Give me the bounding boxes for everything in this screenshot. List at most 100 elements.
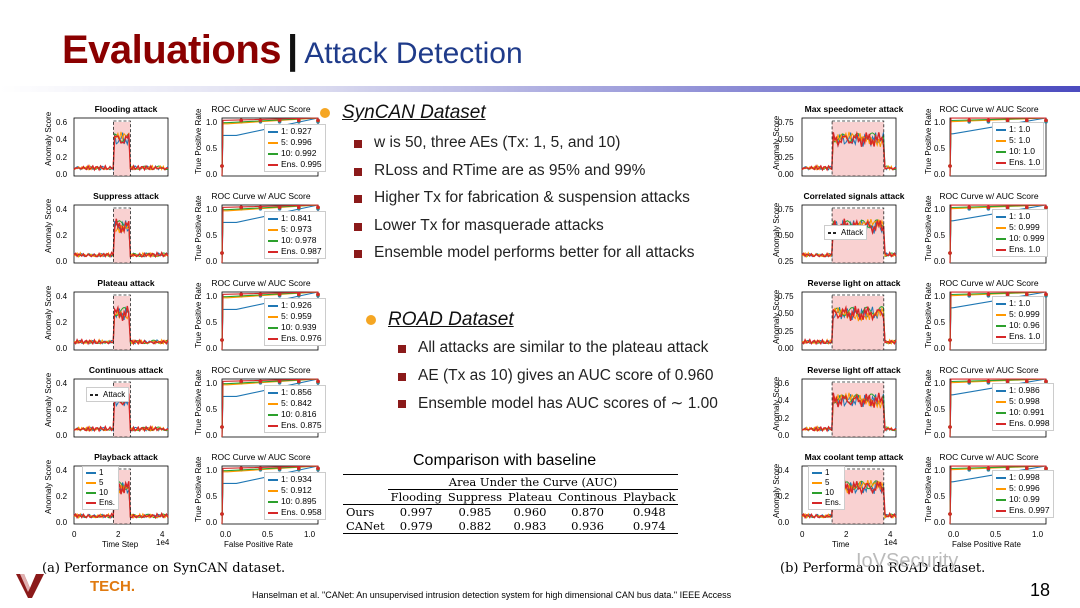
roc-point (277, 466, 282, 471)
legend-entry: Attack (828, 227, 863, 238)
roc-point (277, 292, 282, 297)
roc-y-tick-label: 0.0 (206, 170, 218, 179)
y-tick-label: 0.0 (778, 518, 790, 527)
legend-swatch (996, 487, 1006, 490)
attack-outline (831, 294, 885, 351)
roc-point (239, 118, 243, 123)
anomaly-plot (73, 117, 169, 177)
roc-x-tick-label: 0.0 (948, 530, 960, 539)
attack-region (113, 122, 131, 176)
attack-region (113, 296, 131, 350)
legend-entry: 10: 1.0 (996, 146, 1040, 157)
legend-entry: 10: 0.816 (268, 409, 322, 420)
legend-swatch (268, 130, 278, 133)
legend-swatch (996, 150, 1006, 153)
syncan-bullet-dot (320, 108, 330, 118)
roc-ylabel: True Positive Rate (924, 456, 933, 522)
list-bullet-square (354, 140, 362, 148)
legend-swatch (268, 217, 278, 220)
legend-label: 10: 0.999 (1009, 233, 1045, 243)
y-tick-label: 0.0 (56, 170, 68, 179)
y-tick-label: 0.0 (56, 344, 68, 353)
legend-label: Attack (841, 228, 864, 237)
roc-point (297, 205, 301, 210)
legend-swatch (996, 161, 1006, 164)
roc-y-tick-label: 0.5 (934, 318, 946, 327)
roc-point (316, 466, 320, 471)
legend-swatch (268, 304, 278, 307)
y-tick-label: 0.4 (778, 396, 790, 406)
legend-label: 5: 1.0 (1009, 135, 1031, 145)
y-tick-label: 0.6 (778, 379, 790, 388)
legend-entry: 5: 0.973 (268, 224, 322, 235)
legend-label: 5: 0.912 (281, 485, 312, 495)
x-axis-exponent: 1e4 (884, 538, 898, 547)
inner-legend: Attack (86, 387, 130, 402)
legend-entry: 1: 1.0 (996, 124, 1040, 135)
legend-entry: 5 (86, 478, 115, 488)
list-item: AE (Tx as 10) gives an AUC score of 0.96… (418, 366, 714, 384)
anomaly-series-line (801, 305, 897, 346)
legend-swatch (996, 335, 1006, 338)
legend-label: Ens. (825, 498, 842, 507)
x-tick-label: 2 (844, 530, 849, 539)
plot-pair: Reverse light on attack ROC Curve w/ AUC … (770, 278, 1048, 364)
roc-ylabel: True Positive Rate (194, 456, 203, 522)
anomaly-plot-title: Continuous attack (88, 365, 164, 375)
attack-outline (113, 381, 131, 438)
legend-label: Ens. 0.995 (281, 159, 322, 169)
roc-y-tick-label: 1.0 (934, 205, 946, 214)
y-tick-label: 0.50 (778, 135, 794, 145)
legend-label: Ens. (99, 498, 116, 507)
roc-point (316, 292, 320, 297)
roc-point (297, 379, 301, 384)
y-tick-label: 0.25 (778, 152, 794, 162)
anomaly-plot (801, 117, 897, 177)
title-main: Evaluations (62, 28, 282, 72)
roc-point (258, 466, 263, 471)
legend-swatch (268, 152, 278, 155)
anomaly-plot-title: Suppress attack (93, 191, 159, 201)
attack-outline (831, 120, 885, 177)
roc-ylabel: True Positive Rate (924, 108, 933, 174)
y-tick-label: 0.25 (778, 257, 794, 266)
legend-swatch (996, 498, 1006, 501)
roc-plot-title: ROC Curve w/ AUC Score (939, 191, 1039, 201)
legend-swatch (268, 315, 278, 318)
roc-y-tick-label: 1.0 (206, 466, 218, 475)
legend-label: Ens. 0.998 (1009, 418, 1050, 428)
y-tick-label: 0.4 (56, 379, 68, 388)
roc-y-tick-label: 0.5 (934, 231, 946, 240)
anomaly-plot-title: Max coolant temp attack (804, 452, 904, 462)
roc-ylabel: True Positive Rate (194, 369, 203, 435)
table-cell: CANet (346, 519, 385, 533)
y-tick-label: 0.00 (778, 170, 794, 179)
roc-point (948, 512, 952, 516)
legend-entry: Ens. 0.976 (268, 333, 322, 344)
legend-entry: Ens. 1.0 (996, 244, 1044, 255)
x-tick-label: 0 (800, 530, 805, 539)
anomaly-series-line (73, 479, 169, 520)
roc-point (1005, 292, 1010, 297)
x-tick-label: 0 (72, 530, 77, 539)
anomaly-plot-title: Reverse light on attack (807, 278, 901, 288)
roc-point (948, 164, 952, 168)
legend-swatch (268, 337, 278, 340)
legend-swatch (90, 393, 100, 396)
legend-label: 5: 0.999 (1009, 309, 1040, 319)
roc-y-tick-label: 1.0 (206, 292, 218, 301)
attack-region (832, 122, 884, 176)
list-item: Ensemble model performs better for all a… (374, 244, 695, 261)
roc-plot-title: ROC Curve w/ AUC Score (939, 104, 1039, 114)
legend-swatch (996, 411, 1006, 414)
roc-series-line (221, 117, 319, 177)
caption-left: (a) Performance on SynCAN dataset. (42, 561, 286, 576)
y-tick-label: 0.2 (778, 413, 790, 423)
list-bullet-square (398, 372, 406, 381)
roc-plot-title: ROC Curve w/ AUC Score (939, 278, 1039, 288)
legend-entry: Ens. 0.875 (268, 420, 322, 431)
